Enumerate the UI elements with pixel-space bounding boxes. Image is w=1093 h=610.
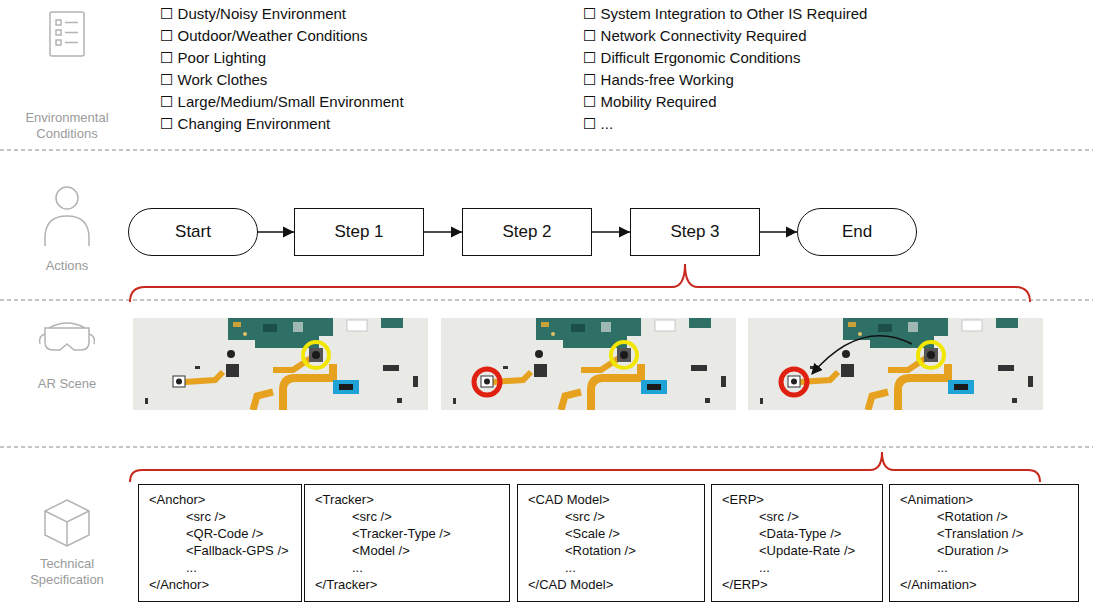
ar-scene-image <box>748 318 1043 410</box>
step-label: Step 2 <box>502 222 551 242</box>
band-separator <box>0 150 1093 151</box>
spec-line: <Tracker-Type /> <box>352 525 451 542</box>
ar-scene-image <box>133 318 428 410</box>
checklist-icon <box>65 23 78 43</box>
flow-arrow <box>592 231 630 233</box>
spec-line: <src /> <box>352 508 392 525</box>
spec-line: <Duration /> <box>937 542 1009 559</box>
checklist-item: ☐ Network Connectivity Required <box>583 26 807 45</box>
spec-line: </Tracker> <box>315 576 377 593</box>
person-icon <box>45 216 89 246</box>
spec-line: <CAD Model> <box>528 491 610 508</box>
band-separator <box>0 447 1093 448</box>
spec-line: ... <box>186 559 197 576</box>
spec-line: ... <box>759 559 770 576</box>
spec-line: </Animation> <box>900 576 977 593</box>
spec-line: <src /> <box>186 508 226 525</box>
ar-scene-image <box>441 318 736 410</box>
zoom-bracket <box>130 264 1030 302</box>
spec-line: <Fallback-GPS /> <box>186 542 289 559</box>
spec-box: <Animation><Rotation /><Translation /><D… <box>889 484 1079 602</box>
spec-line: <src /> <box>759 508 799 525</box>
checklist-item: ☐ System Integration to Other IS Require… <box>583 4 867 23</box>
checklist-item: ☐ Outdoor/Weather Conditions <box>160 26 367 45</box>
step-label: Step 3 <box>670 222 719 242</box>
spec-line: <Translation /> <box>937 525 1023 542</box>
zoom-bracket <box>130 452 1040 482</box>
checklist-item: ☐ Changing Environment <box>160 114 330 133</box>
spec-line: <Update-Rate /> <box>759 542 855 559</box>
target-circle <box>781 369 807 395</box>
checklist-item: ☐ Mobility Required <box>583 92 717 111</box>
spec-line: </CAD Model> <box>528 576 613 593</box>
spec-line: <Model /> <box>352 542 410 559</box>
spec-line: </ERP> <box>722 576 768 593</box>
spec-line: <src /> <box>565 508 605 525</box>
spec-line: <Rotation /> <box>937 508 1008 525</box>
spec-line: ... <box>565 559 576 576</box>
spec-box: <ERP><src /><Data-Type /><Update-Rate />… <box>711 484 883 602</box>
checklist-item: ☐ Difficult Ergonomic Conditions <box>583 48 800 67</box>
step-label: End <box>842 222 872 242</box>
process-box: Step 2 <box>462 208 592 256</box>
spec-line: ... <box>937 559 948 576</box>
checklist-icon <box>56 30 61 35</box>
section-label: AR Scene <box>7 376 127 392</box>
spec-line: </Anchor> <box>149 576 209 593</box>
spec-line: <Tracker> <box>315 491 374 508</box>
checklist-item: ☐ ... <box>583 114 613 133</box>
move-arrow <box>812 336 912 374</box>
band-separator <box>0 300 1093 301</box>
section-label: Environmental Conditions <box>7 110 127 142</box>
section-label: Actions <box>7 258 127 274</box>
person-icon <box>56 187 78 209</box>
terminal-pill: End <box>797 208 917 256</box>
flow-arrow <box>424 231 462 233</box>
section-label: Technical Specification <box>7 556 127 588</box>
process-box: Step 3 <box>630 208 760 256</box>
spec-line: <Rotation /> <box>565 542 636 559</box>
spec-line: ... <box>352 559 363 576</box>
spec-line: <Animation> <box>900 491 973 508</box>
cube-icon <box>45 500 89 546</box>
terminal-pill: Start <box>128 208 258 256</box>
checklist-icon <box>56 40 61 45</box>
headset-icon <box>45 328 89 350</box>
spec-line: <QR-Code /> <box>186 525 263 542</box>
flow-arrow <box>258 231 294 233</box>
step-label: Start <box>175 222 211 242</box>
step-label: Step 1 <box>334 222 383 242</box>
checklist-icon <box>56 20 61 25</box>
headset-icon <box>40 323 95 344</box>
target-circle <box>474 369 500 395</box>
spec-line: <ERP> <box>722 491 764 508</box>
spec-line: <Data-Type /> <box>759 525 841 542</box>
checklist-item: ☐ Poor Lighting <box>160 48 266 67</box>
flow-arrow <box>760 231 797 233</box>
checklist-item: ☐ Work Clothes <box>160 70 267 89</box>
checklist-item: ☐ Large/Medium/Small Environment <box>160 92 404 111</box>
checklist-item: ☐ Dusty/Noisy Environment <box>160 4 346 23</box>
checklist-item: ☐ Hands-free Working <box>583 70 734 89</box>
spec-box: <CAD Model><src /><Scale /><Rotation />.… <box>517 484 705 602</box>
spec-box: <Tracker><src /><Tracker-Type /><Model /… <box>304 484 510 602</box>
process-box: Step 1 <box>294 208 424 256</box>
spec-box: <Anchor><src /><QR-Code /><Fallback-GPS … <box>138 484 302 602</box>
checklist-icon <box>50 12 84 56</box>
spec-line: <Anchor> <box>149 491 205 508</box>
spec-line: <Scale /> <box>565 525 620 542</box>
